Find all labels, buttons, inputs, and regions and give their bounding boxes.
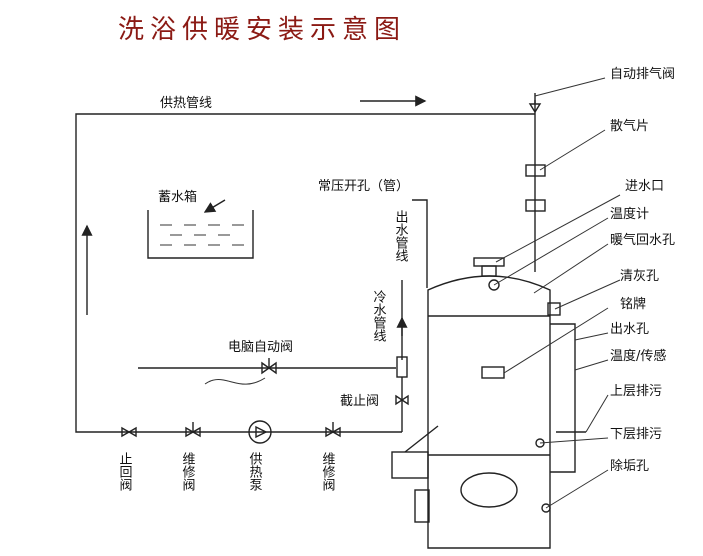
- pump-label: 供热泵: [247, 452, 263, 491]
- firebox-door: [460, 472, 518, 508]
- diagram-title: 洗浴供暖安装示意图: [118, 15, 406, 45]
- water-tank-label: 蓄水箱: [158, 189, 197, 205]
- callout-heating-return: 暖气回水孔: [610, 232, 675, 248]
- cold-pipe-label: 冷水管线: [371, 290, 387, 342]
- supply-loop: [75, 95, 535, 433]
- maint-valve-1-label: 维修阀: [180, 452, 196, 491]
- callout-temp-sensor: 温度/传感: [610, 348, 666, 364]
- callout-cleanout: 清灰孔: [620, 269, 659, 284]
- radiator-fin-2: [525, 199, 546, 212]
- inlet-flange: [473, 257, 505, 267]
- auto-valve-label: 电脑自动阀: [228, 340, 293, 355]
- auto-valve-icon: [261, 361, 277, 375]
- callout-auto-vent: 自动排气阀: [610, 66, 675, 82]
- callout-inlet: 进水口: [625, 179, 664, 194]
- callout-outlet-hole: 出水孔: [610, 322, 649, 337]
- cold-water-feed: [138, 280, 408, 432]
- callout-radiator-fin: 散气片: [610, 118, 649, 134]
- check-valve-label: 止回阀: [117, 452, 133, 491]
- nameplate: [481, 366, 505, 379]
- radiator-fin-1: [525, 164, 546, 177]
- stop-valve-label: 截止阀: [340, 394, 379, 409]
- maint-valve-1-icon: [185, 426, 201, 438]
- maint-valve-2-icon: [325, 426, 341, 438]
- vent-pipe: [412, 199, 428, 288]
- callout-thermometer: 温度计: [610, 206, 649, 222]
- pump-icon: [248, 420, 272, 444]
- maint-valve-2-label: 维修阀: [320, 452, 336, 491]
- stop-valve-icon: [395, 394, 409, 406]
- water-tank: [147, 199, 254, 259]
- check-valve-icon: [121, 426, 137, 438]
- return-line-devices: [121, 420, 341, 444]
- radiator-column: [525, 93, 546, 272]
- boiler: [391, 257, 586, 549]
- callout-lower-drain: 下层排污: [610, 427, 662, 442]
- callouts: [493, 77, 621, 509]
- callout-descale: 除垢孔: [610, 459, 649, 474]
- callout-upper-drain: 上层排污: [610, 384, 662, 399]
- outlet-pipe-label: 出水管线: [393, 210, 409, 262]
- vent-pipe-label: 常压开孔（管）: [318, 179, 409, 194]
- callout-nameplate: 铭牌: [620, 296, 646, 312]
- supply-pipe-label: 供热管线: [160, 96, 212, 111]
